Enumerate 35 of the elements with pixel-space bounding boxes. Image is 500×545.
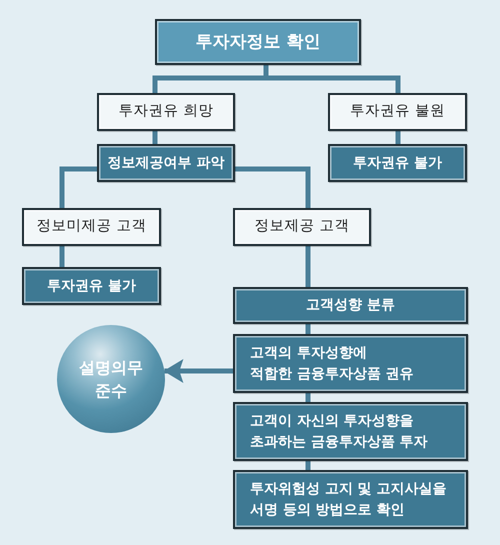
node-label: 설명의무 준수	[78, 356, 144, 402]
process-box	[233, 208, 371, 246]
node-label: 투자위험성 고지 및 고지사실을 서명 등의 방법으로 확인	[250, 480, 447, 520]
process-box	[22, 267, 161, 305]
node-label: 투자권유 불가	[47, 276, 136, 296]
node-label: 고객이 자신의 투자성향을 초과하는 금융투자상품 투자	[250, 412, 428, 452]
connector-line	[60, 166, 97, 208]
node-label: 정보미제공 고객	[36, 217, 146, 236]
node-label: 투자권유 불가	[353, 154, 442, 173]
process-box	[22, 208, 161, 246]
connector-line	[306, 246, 310, 287]
node-label: 고객성향 분류	[306, 296, 395, 316]
node-label: 정보제공여부 파악	[108, 154, 224, 173]
connector-line	[396, 131, 400, 144]
connector-line	[306, 461, 310, 470]
process-box	[233, 402, 468, 461]
node-label: 정보제공 고객	[254, 217, 350, 236]
connector-line	[306, 324, 310, 334]
connector-line	[60, 246, 64, 267]
arrow	[163, 359, 233, 383]
process-box	[97, 93, 235, 131]
process-box	[155, 19, 361, 65]
process-box	[328, 93, 467, 131]
connector-line	[306, 393, 310, 402]
process-box	[328, 144, 467, 182]
node-label: 투자권유 불원	[350, 102, 445, 122]
process-box	[97, 144, 235, 182]
process-box	[233, 287, 468, 324]
connector-line	[152, 131, 158, 144]
node-label: 고객의 투자성향에 적합한 금융투자상품 권유	[250, 344, 414, 384]
process-box	[233, 470, 468, 529]
node-label: 투자권유 희망	[118, 102, 214, 122]
process-box	[233, 334, 468, 393]
connector-line	[235, 166, 310, 208]
node-label: 투자자정보 확인	[196, 30, 320, 54]
